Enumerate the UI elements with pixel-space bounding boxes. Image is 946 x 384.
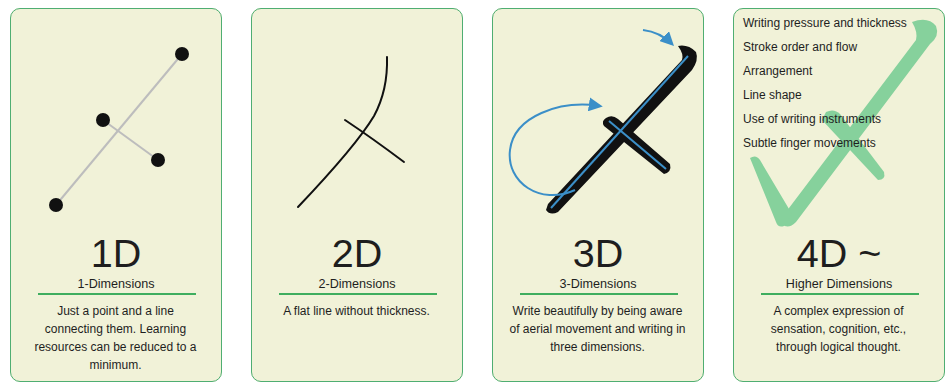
brush-stroke: [750, 156, 792, 226]
aspect-item: Arrangement: [743, 63, 812, 79]
card-ground: [251, 8, 463, 382]
point-dot: [49, 198, 63, 212]
card-ground: [733, 8, 945, 382]
connecting-line: [56, 54, 182, 205]
aspect-item: Line shape: [743, 87, 802, 103]
two-d-figure: [298, 57, 404, 207]
dimension-subtitle: Higher Dimensions: [734, 276, 944, 292]
dimension-card: 2D2-Dimensions A flat line without thickn…: [251, 8, 463, 382]
dimension-description: A flat line without thickness.: [268, 302, 445, 320]
card-ground: [10, 8, 222, 382]
dimension-title: 3D: [493, 231, 703, 275]
flat-stroke: [298, 57, 387, 207]
three-d-figure: [510, 30, 697, 214]
dimension-title: 1D: [11, 231, 221, 275]
divider-rule: [520, 293, 678, 295]
divider-rule: [38, 293, 196, 295]
aspect-item: Stroke order and flow: [743, 39, 857, 55]
aerial-arrow: [510, 105, 600, 195]
dimension-description: A complex expression of sensation, cogni…: [750, 302, 927, 356]
aspect-item: Subtle finger movements: [743, 135, 876, 151]
point-dot: [96, 113, 110, 127]
dimension-subtitle: 1-Dimensions: [11, 276, 221, 292]
card-ground: [492, 8, 704, 382]
dimension-subtitle: 3-Dimensions: [493, 276, 703, 292]
one-d-figure: [49, 47, 189, 212]
dimension-card: 3D3-DimensionsWrite beautifully by being…: [492, 8, 704, 382]
stroke-path: [609, 121, 666, 169]
aerial-arrow: [643, 30, 672, 44]
brush-stroke: [603, 116, 671, 174]
brush-stroke: [546, 46, 697, 214]
dimension-description: Just a point and a line connecting them.…: [27, 302, 204, 374]
dimension-card: 1D1-DimensionsJust a point and a line co…: [10, 8, 222, 382]
aspect-item: Writing pressure and thickness: [743, 15, 907, 31]
divider-rule: [279, 293, 437, 295]
divider-rule: [761, 293, 919, 295]
stroke-path: [551, 56, 688, 208]
card-grounds: [10, 8, 945, 382]
dimension-subtitle: 2-Dimensions: [252, 276, 462, 292]
dimension-title: 4D ~: [734, 231, 944, 275]
point-dot: [151, 153, 165, 167]
dimension-description: Write beautifully by being aware of aeri…: [509, 302, 686, 356]
connecting-line: [103, 120, 158, 160]
divider-rules: [38, 293, 919, 295]
aspect-item: Use of writing instruments: [743, 111, 881, 127]
flat-stroke: [345, 120, 404, 162]
dimension-card: Writing pressure and thicknessStroke ord…: [733, 8, 945, 382]
dimension-title: 2D: [252, 231, 462, 275]
point-dot: [175, 47, 189, 61]
